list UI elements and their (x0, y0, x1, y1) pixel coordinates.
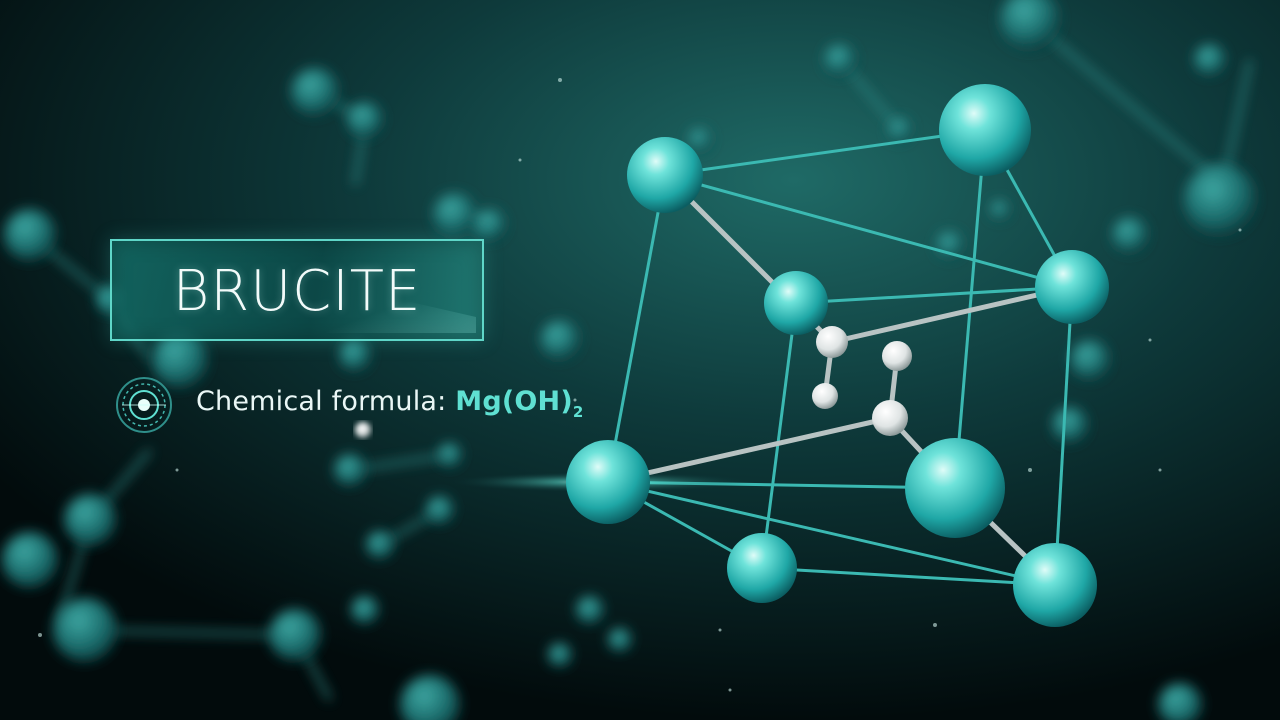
chemical-formula: Chemical formula: Mg(OH)2 (196, 386, 584, 421)
formula-label: Chemical formula: (196, 386, 447, 417)
mineral-title: BRUCITE (172, 259, 422, 324)
formula-subscript: 2 (572, 403, 584, 421)
target-ring-icon (116, 377, 172, 433)
title-banner: BRUCITE (110, 239, 484, 341)
formula-value: Mg(OH) (455, 386, 573, 417)
